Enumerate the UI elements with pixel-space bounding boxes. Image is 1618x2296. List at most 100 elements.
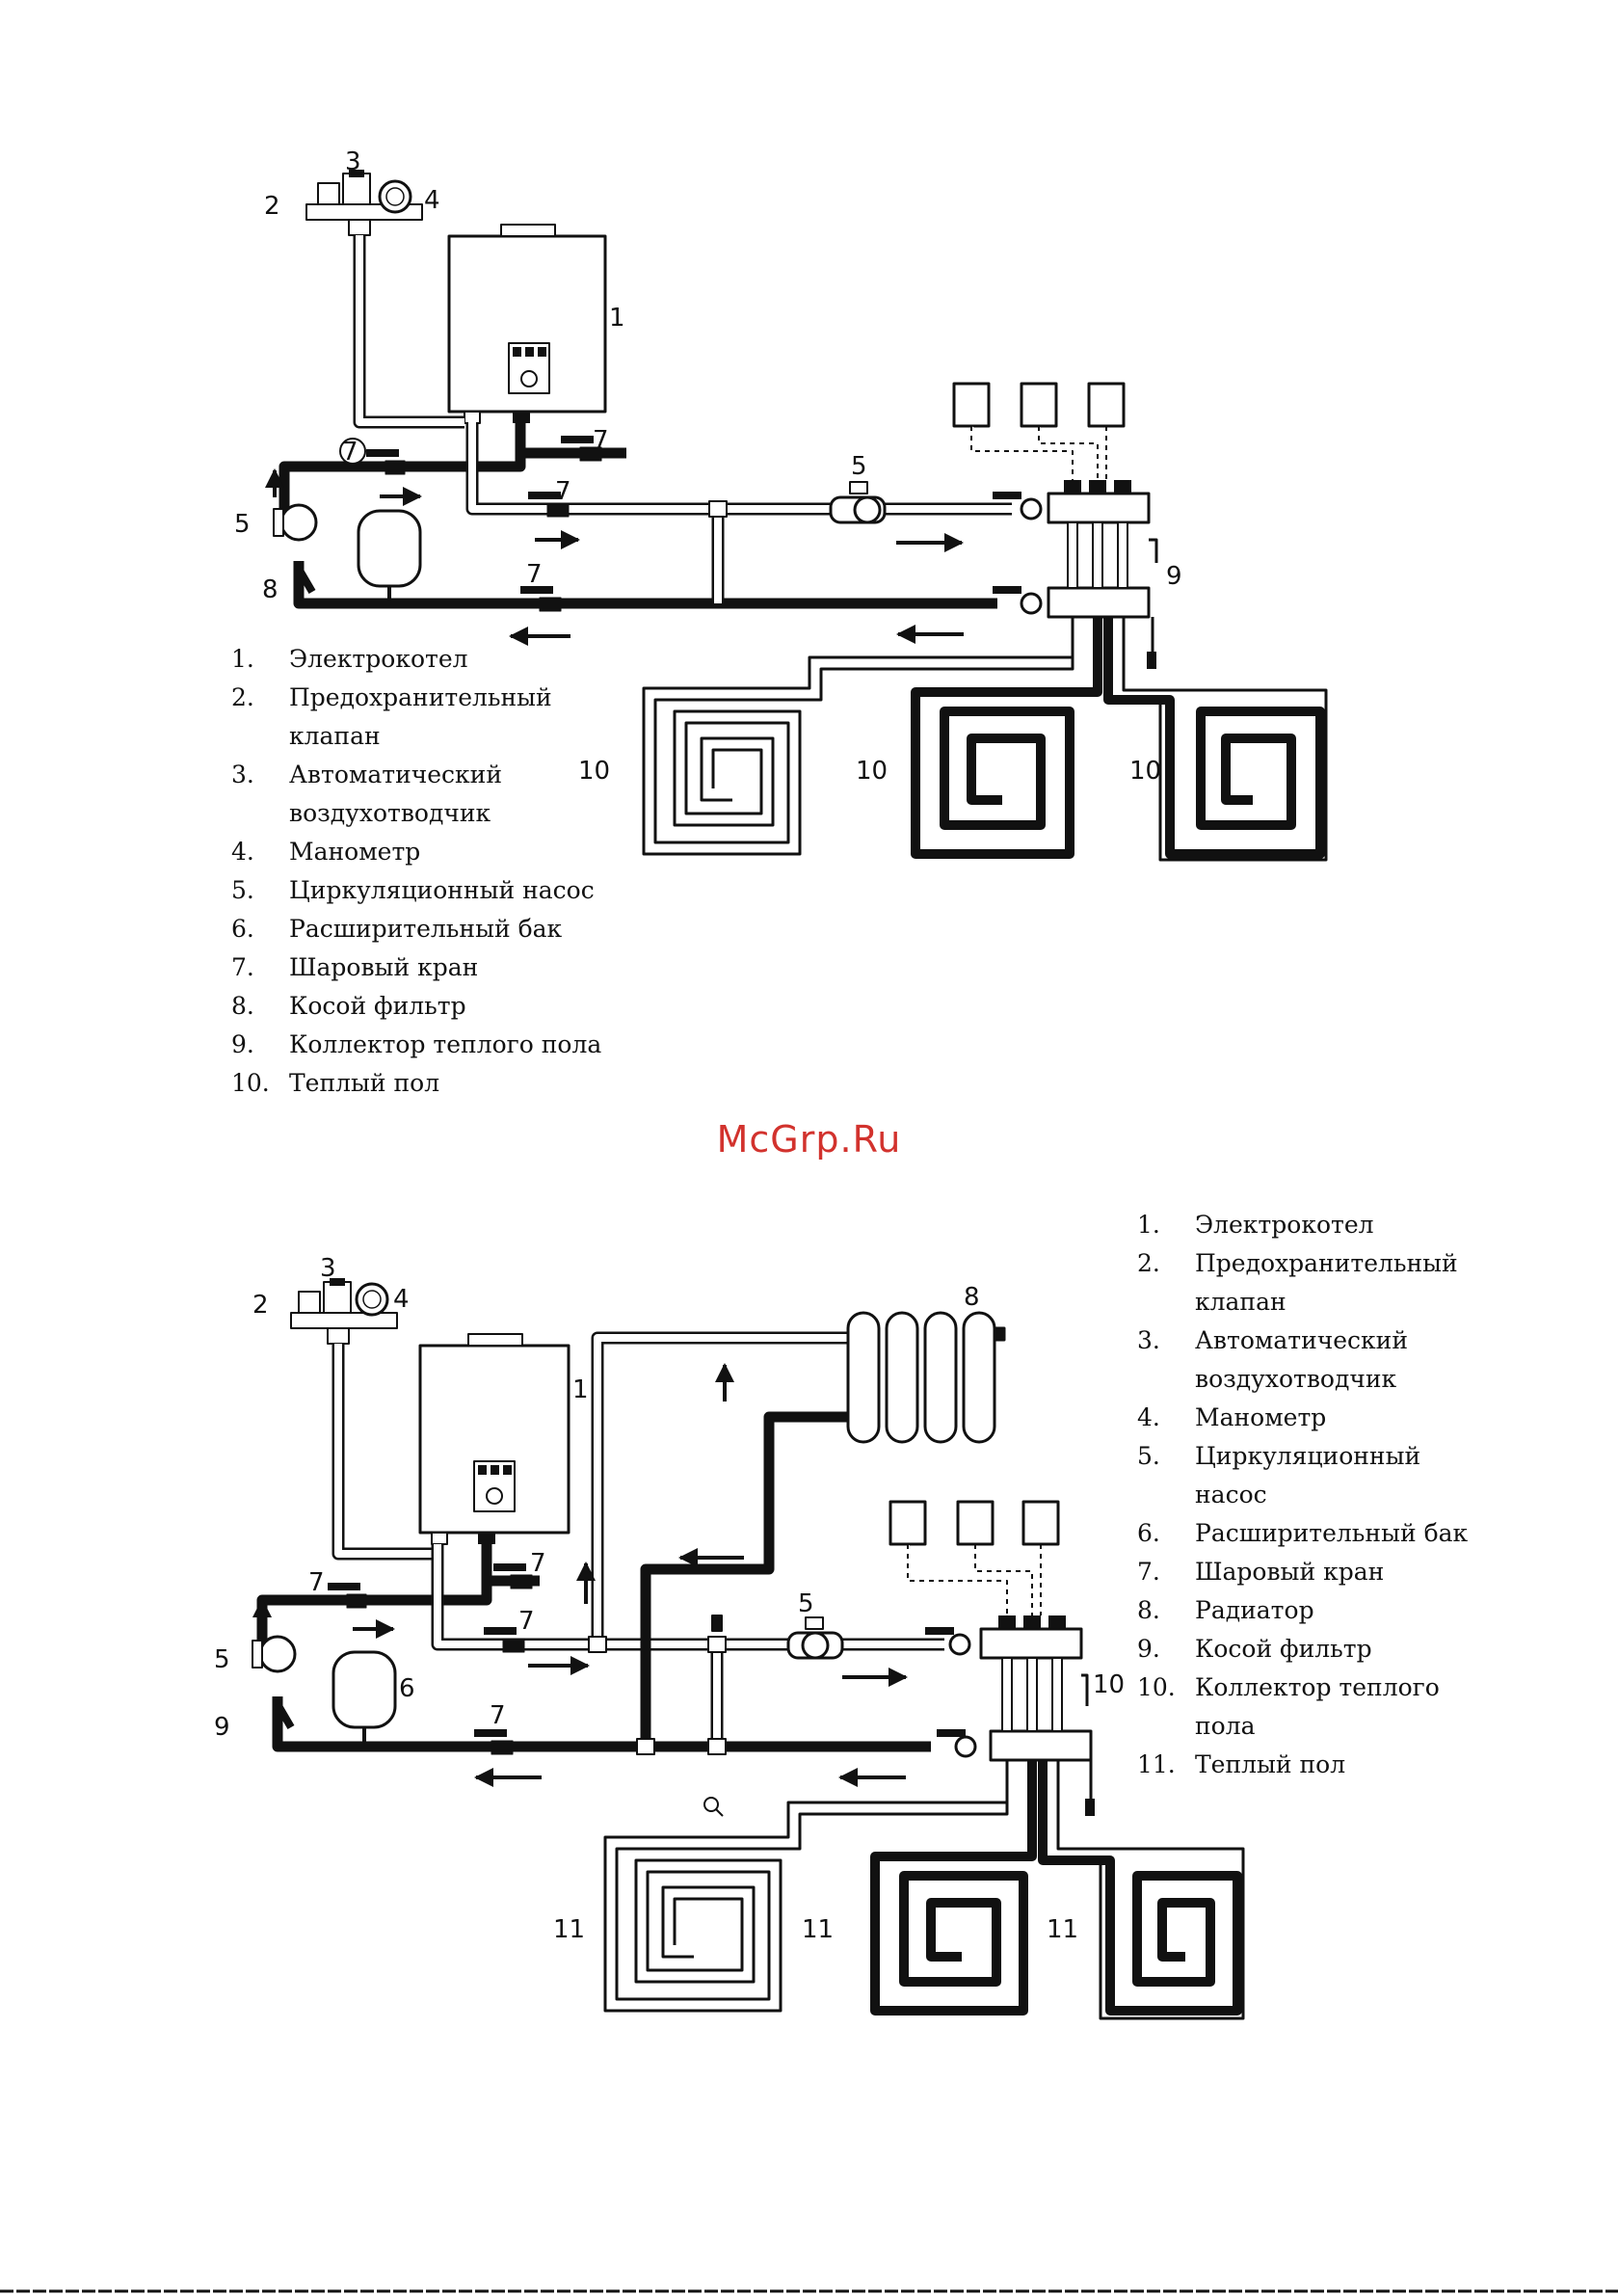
legend-item: 3.Автоматический воздухотводчик	[1137, 1322, 1542, 1399]
legend-item-text: Манометр	[289, 838, 421, 866]
legend-item: 5. Циркуляционный насос	[231, 871, 636, 910]
label-floor-c-1: 10	[1129, 757, 1161, 786]
legend-item: 9. Косой фильтр	[1137, 1630, 1542, 1669]
label-valve-b-1: 7	[593, 426, 609, 455]
legend-item-number: 11.	[1137, 1750, 1176, 1778]
legend-item-number: 1.	[231, 645, 254, 673]
label-floor-b-2: 11	[802, 1915, 834, 1944]
legend-item: 3.Автоматический воздухотводчик	[231, 756, 636, 833]
legend-item-text: Предохранительный клапан	[1195, 1249, 1458, 1316]
label-floor-c-2: 11	[1047, 1915, 1078, 1944]
legend-item: 6.Расширительный бак	[231, 910, 636, 948]
expansion-tank-2	[332, 1650, 397, 1747]
label-valve-a-2: 7	[308, 1568, 325, 1597]
legend-item-number: 1.	[1137, 1211, 1160, 1239]
watermark: McGrp.Ru	[716, 1118, 902, 1161]
label-boiler-2: 1	[572, 1375, 589, 1404]
legend-item-text: Коллектор теплого пола	[1195, 1673, 1440, 1740]
label-pump-left-1: 5	[234, 510, 251, 539]
legend-item-text: Косой фильтр	[1195, 1635, 1372, 1663]
diagram-1: 3 2 4 1 7 7 7 7 5 5 8 9 10 10 10	[234, 147, 1328, 862]
legend-item: 1. Электрокотел	[231, 640, 636, 679]
legend-item-number: 7.	[1137, 1558, 1160, 1586]
pump-left-2	[252, 1635, 297, 1673]
pump-left-1	[273, 503, 318, 542]
legend-diagram-2: 1. Электрокотел 2. Предохранительный клапан…	[1137, 1206, 1542, 1784]
legend-item-number: 5.	[231, 876, 254, 904]
boiler-1	[447, 224, 607, 424]
legend-item-text: Электрокотел	[1195, 1211, 1374, 1239]
ball-valves-1	[366, 436, 602, 612]
manifold-2	[925, 1615, 1095, 1816]
label-valve-c-1: 7	[555, 477, 571, 506]
safety-line-2	[332, 1344, 432, 1561]
floor-loops-2	[603, 1760, 1245, 2020]
safety-group-1	[305, 170, 423, 236]
label-manometer-1: 4	[424, 186, 440, 215]
legend-item: 4. Манометр	[1137, 1399, 1542, 1437]
legend-item-text: Расширительный бак	[1195, 1519, 1469, 1547]
legend-item-number: 7.	[231, 953, 254, 981]
label-filter-2: 9	[214, 1713, 230, 1742]
flow-arrows-2	[353, 1363, 908, 1787]
legend-item-text: Коллектор теплого пола	[289, 1030, 602, 1058]
legend-item: 10. Теплый пол	[231, 1064, 636, 1103]
legend-item-number: 6.	[231, 915, 254, 943]
label-pump-mid-1: 5	[851, 452, 867, 481]
diagram-2: 3 2 4 1 8 7 7 7 7 5 5 6 9 10 11 11 11	[214, 1254, 1245, 2020]
legend-item: 5. Циркуляционный насос	[1137, 1437, 1542, 1514]
legend-item-text: Циркуляционный насос	[289, 876, 595, 904]
label-collector-1: 9	[1166, 562, 1182, 591]
legend-item-text: Теплый пол	[289, 1069, 440, 1097]
boiler-2	[418, 1333, 570, 1545]
legend-item-number: 5.	[1137, 1442, 1160, 1470]
legend-item-text: Радиатор	[1195, 1596, 1314, 1624]
legend-item: 8.Косой фильтр	[231, 987, 636, 1026]
legend-item-number: 4.	[231, 838, 254, 866]
legend-item-text: Электрокотел	[289, 645, 468, 673]
legend-item-text: Шаровый кран	[1195, 1558, 1385, 1586]
label-filter-1: 8	[262, 575, 279, 604]
label-manometer-2: 4	[393, 1285, 410, 1314]
legend-item-text: Предохранительный клапан	[289, 683, 552, 750]
legend-item: 2. Предохранительный клапан	[1137, 1244, 1542, 1322]
label-pump-left-2: 5	[214, 1645, 230, 1674]
legend-item-text: Циркуляционный насос	[1195, 1442, 1421, 1508]
legend-item: 4. Манометр	[231, 833, 636, 871]
legend-item-number: 9.	[1137, 1635, 1160, 1663]
radiator-2	[846, 1311, 1006, 1444]
legend-item-text: Косой фильтр	[289, 992, 466, 1020]
label-valve-c-2: 7	[518, 1607, 535, 1636]
label-valve-a-1: 7	[342, 438, 358, 467]
legend-item-number: 4.	[1137, 1403, 1160, 1431]
label-radiator-2: 8	[964, 1283, 980, 1312]
flow-arrows-1	[380, 487, 964, 646]
legend-item: 9.Коллектор теплого пола	[231, 1026, 636, 1064]
label-floor-a-1: 10	[578, 757, 610, 786]
legend-item: 7. Шаровый кран	[1137, 1553, 1542, 1591]
label-boiler-1: 1	[609, 304, 625, 333]
legend-item-number: 6.	[1137, 1519, 1160, 1547]
legend-item-text: Автоматический воздухотводчик	[1195, 1326, 1409, 1393]
expansion-tank-1	[357, 509, 422, 603]
legend-item-number: 2.	[1137, 1249, 1160, 1277]
label-valve-b-2: 7	[530, 1549, 546, 1578]
tees-2	[588, 1615, 727, 1755]
thermostats-2	[889, 1500, 1060, 1615]
valve-mark-1	[339, 438, 366, 465]
legend-item-text: Автоматический воздухотводчик	[289, 761, 503, 827]
radiator-return-2	[640, 1411, 848, 1747]
label-floor-b-1: 10	[856, 757, 888, 786]
legend-item-number: 10.	[231, 1069, 270, 1097]
legend-item: 11. Теплый пол	[1137, 1746, 1542, 1784]
legend-item-text: Теплый пол	[1195, 1750, 1346, 1778]
label-tank-2: 6	[399, 1674, 415, 1703]
legend-item: 2.Предохранительный клапан	[231, 679, 636, 756]
tee-1	[708, 500, 728, 518]
label-collector-2: 10	[1093, 1670, 1125, 1699]
legend-item: 7.Шаровый кран	[231, 948, 636, 987]
legend-diagram-1: 1. Электрокотел 2.Предохранительный клапан…	[231, 640, 636, 1103]
label-floor-a-2: 11	[553, 1915, 585, 1944]
legend-item-text: Манометр	[1195, 1403, 1327, 1431]
